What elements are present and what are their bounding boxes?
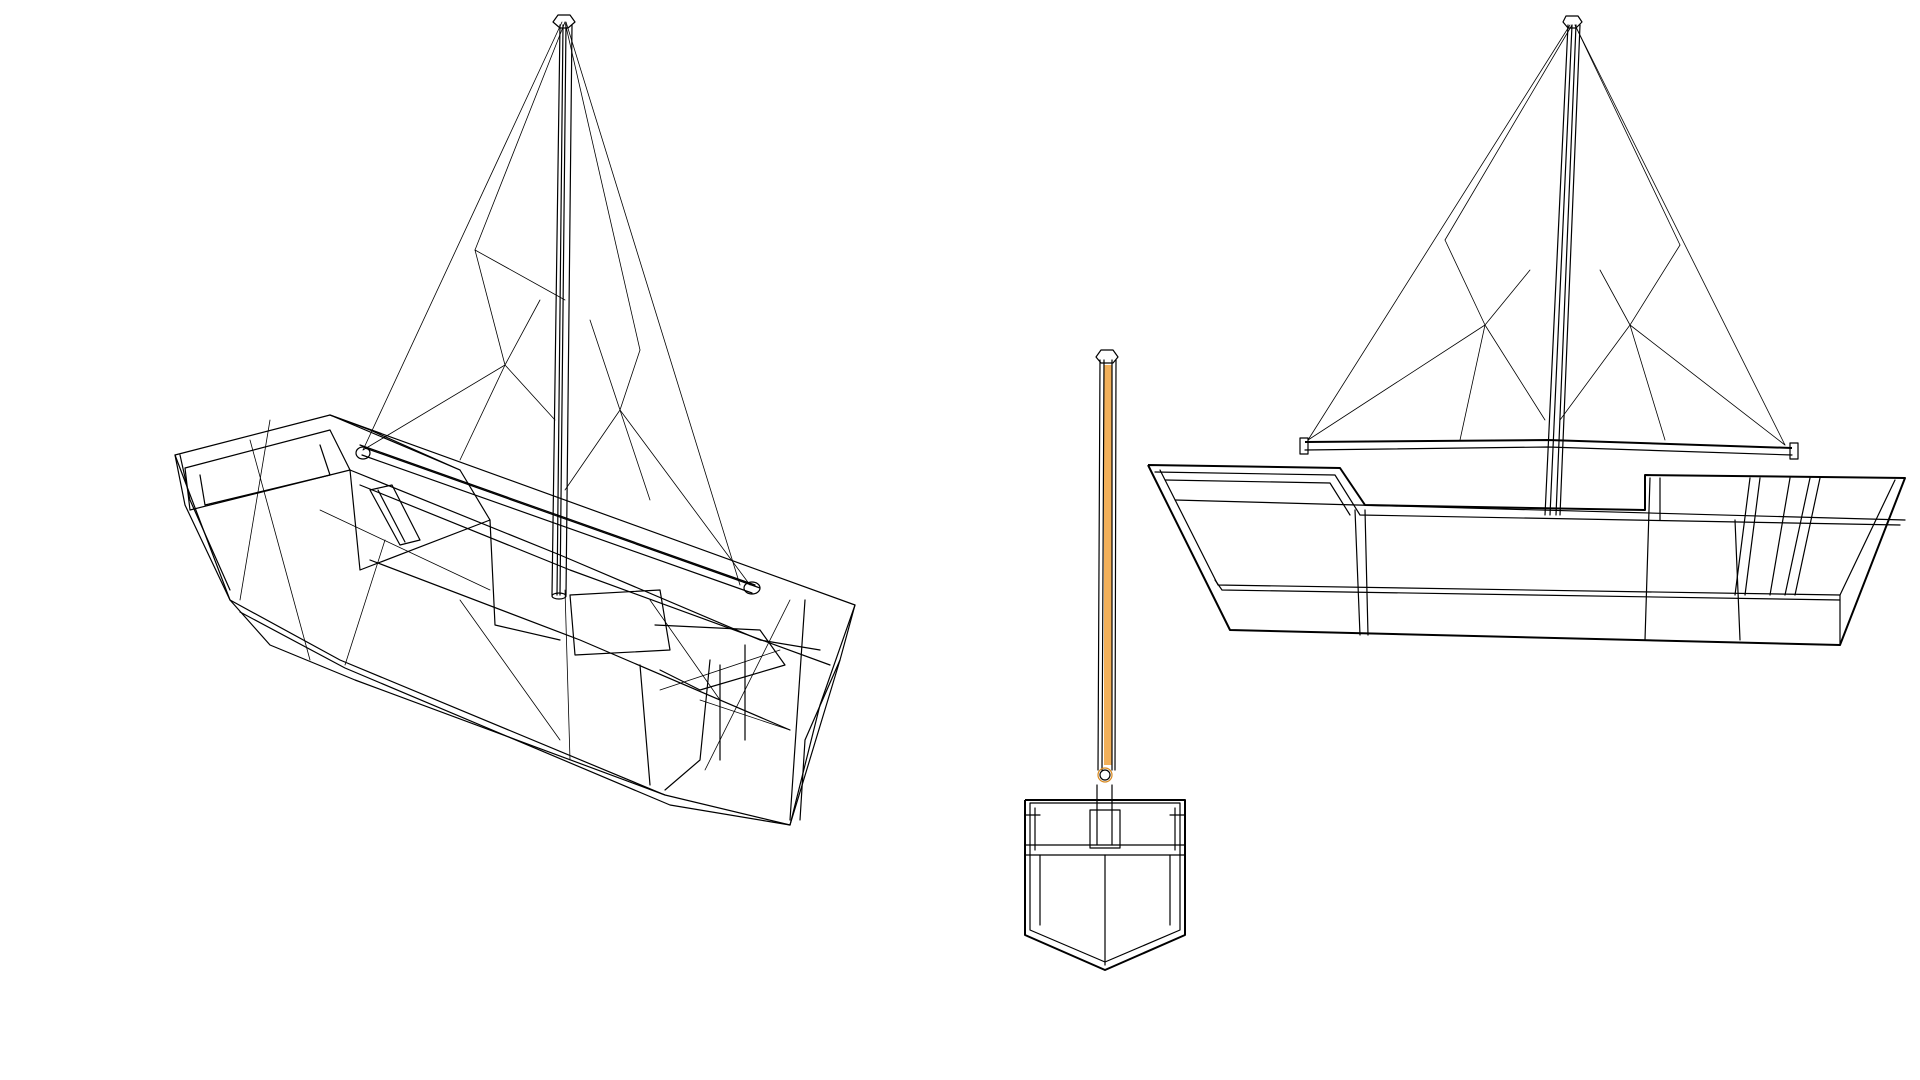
perspective-mast [551,14,576,600]
side-rigging [1307,24,1786,446]
side-mast [1544,15,1583,516]
perspective-hull [174,414,856,826]
side-view-boat[interactable] [1147,15,1906,646]
perspective-view-boat[interactable] [174,14,856,826]
side-hull [1147,464,1906,646]
perspective-rigging [362,21,751,586]
front-mast-selected[interactable] [1095,349,1119,846]
front-hull [1024,799,1186,971]
front-view-boat[interactable] [1024,349,1186,971]
